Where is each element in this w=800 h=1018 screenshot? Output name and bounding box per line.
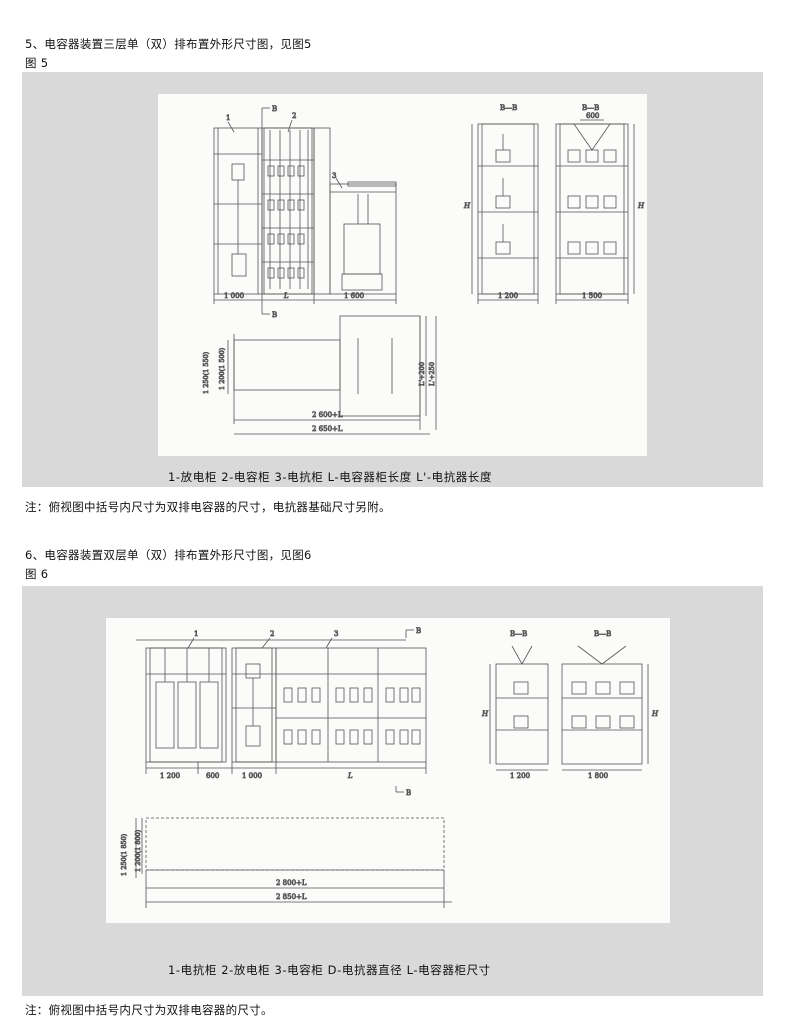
fig6-dim-1200b: 1 200 — [510, 772, 530, 780]
fig5-h-right: H — [637, 202, 645, 210]
fig6-h-right: H — [651, 710, 659, 718]
fig5-bb-right: B—B — [582, 104, 599, 112]
fig6-dim-600: 600 — [206, 772, 219, 780]
fig5-dim-1600: 1 600 — [344, 292, 364, 300]
reactor-cabinet-front — [313, 127, 397, 295]
section5-heading: 5、电容器装置三层单（双）排布置外形尺寸图，见图5 — [25, 37, 312, 51]
figure6-svg: B B 1 2 3 1 200 600 1 000 L — [120, 627, 659, 908]
fig5-label-b-top: B — [272, 105, 277, 113]
capacitor-cabinet-front — [261, 127, 315, 295]
side-view-double — [561, 645, 649, 771]
fig6-dim-1200: 1 200 — [160, 772, 180, 780]
fig6-label-b-top: B — [416, 627, 421, 635]
fig6-dim-l: L — [347, 772, 353, 780]
fig5-dim-1500: 1 500 — [582, 292, 602, 300]
figure5-drawing: B B 1 2 3 1 000 L 1 600 — [158, 94, 647, 456]
section6-note: 注：俯视图中括号内尺寸为双排电容器的尺寸。 — [25, 1003, 273, 1017]
fig5-v-1200: 1 200(1 500) — [218, 347, 226, 390]
section6-figure-label: 图 6 — [25, 567, 49, 581]
figure6-drawing: B B 1 2 3 1 200 600 1 000 L — [106, 618, 670, 923]
plan-view — [135, 817, 452, 908]
figure5-svg: B B 1 2 3 1 000 L 1 600 — [202, 104, 645, 435]
figure5-legend: 1-放电柜 2-电容柜 3-电抗柜 L-电容器柜长度 L'-电抗器长度 — [168, 470, 493, 484]
discharge-cabinet-front — [213, 127, 263, 295]
fig6-v-1250: 1 250(1 850) — [120, 833, 128, 876]
fig6-v-1200: 1 200(1 800) — [134, 829, 142, 872]
fig6-h-left: H — [481, 710, 489, 718]
side-view-double — [555, 119, 635, 304]
fig6-dim-2850l: 2 850+L — [276, 893, 307, 901]
fig6-label-b-bottom: B — [406, 789, 411, 797]
fig5-dim-2600l: 2 600+L — [312, 411, 343, 419]
figure6-panel: B B 1 2 3 1 200 600 1 000 L — [22, 586, 763, 996]
figure5-front-dimensions — [213, 107, 397, 315]
fig5-callout-2: 2 — [292, 112, 296, 120]
fig5-dim-1000: 1 000 — [224, 292, 244, 300]
fig5-dim-l: L — [283, 292, 289, 300]
fig5-dim-600: 600 — [586, 112, 599, 120]
section5-figure-label: 图 5 — [25, 56, 49, 70]
fig5-v-1250: 1 250(1 550) — [202, 351, 210, 394]
fig5-dim-2650l: 2 650+L — [312, 425, 343, 433]
fig6-bb-right: B—B — [594, 630, 611, 638]
side-view-single — [489, 645, 549, 771]
fig5-v-l250: L'+250 — [428, 362, 436, 386]
fig5-h-left: H — [463, 202, 471, 210]
figure6-front-dimensions — [145, 629, 427, 793]
fig5-callout-1: 1 — [226, 114, 230, 122]
fig6-dim-1000: 1 000 — [242, 772, 262, 780]
fig6-dim-1800: 1 800 — [588, 772, 608, 780]
figure6-legend: 1-电抗柜 2-放电柜 3-电容柜 D-电抗器直径 L-电容器柜尺寸 — [168, 963, 491, 977]
fig6-callout-1: 1 — [194, 630, 198, 638]
fig6-callout-2: 2 — [270, 630, 274, 638]
fig5-label-b-bottom: B — [272, 311, 277, 319]
reactor-cabinet-front — [145, 647, 227, 763]
fig5-bb-left: B—B — [500, 104, 517, 112]
fig6-dim-2800l: 2 800+L — [276, 879, 307, 887]
fig6-bb-left: B—B — [510, 630, 527, 638]
figure5-panel: B B 1 2 3 1 000 L 1 600 — [22, 72, 763, 487]
side-view-single — [471, 123, 539, 304]
section5-note: 注：俯视图中括号内尺寸为双排电容器的尺寸，电抗器基础尺寸另附。 — [25, 500, 391, 514]
fig5-callout-3: 3 — [332, 172, 336, 180]
fig5-dim-1200: 1 200 — [498, 292, 518, 300]
plan-view — [227, 315, 437, 435]
section6-heading: 6、电容器装置双层单（双）排布置外形尺寸图，见图6 — [25, 548, 312, 562]
fig5-v-l200: L'+200 — [418, 362, 426, 386]
capacitor-cabinet-front — [275, 647, 427, 763]
fig6-callout-3: 3 — [334, 630, 338, 638]
discharge-cabinet-front — [231, 647, 277, 763]
